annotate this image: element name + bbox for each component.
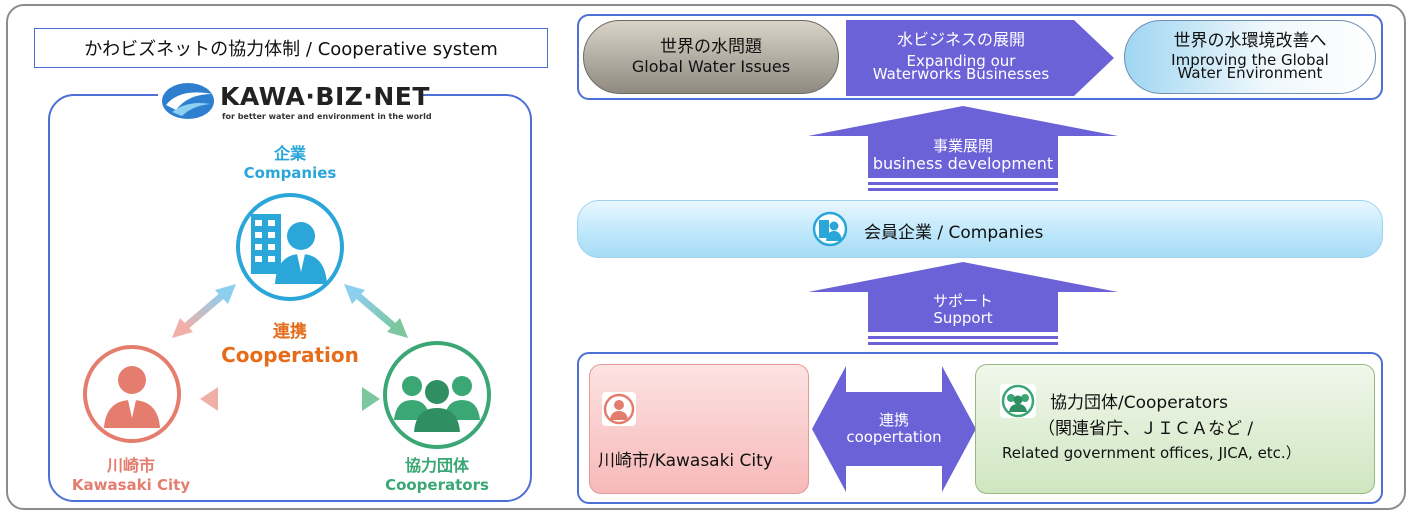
business-development-label: 事業展開 business development: [868, 134, 1058, 178]
support-jp: サポート: [932, 291, 993, 310]
cooperators-label-jp: 協力団体: [404, 456, 469, 475]
expanding-arrow: [846, 20, 1114, 96]
member-companies-label: 会員企業 / Companies: [864, 223, 1044, 243]
cooperation-label: 連携 Cooperation: [208, 322, 372, 368]
companies-label-jp: 企業: [273, 144, 306, 163]
cooperators-box-line3: Related government offices, JICA, etc.）: [1002, 444, 1301, 462]
business-person-building-icon: [236, 193, 344, 301]
improving-en2: Water Environment: [1177, 63, 1323, 82]
global-water-issues-pill: 世界の水問題 Global Water Issues: [583, 20, 839, 94]
city-label: 川崎市 Kawasaki City: [66, 456, 196, 495]
expanding-label: 水ビジネスの展開 Expanding our Waterworks Busine…: [846, 18, 1076, 96]
companies-label-en: Companies: [243, 164, 337, 182]
improving-en1: Improving the Global: [1171, 50, 1329, 69]
city-person-small-icon: [602, 392, 636, 426]
city-person-icon: [83, 345, 181, 443]
arrow-companies-city: [172, 284, 236, 338]
improving-jp: 世界の水環境改善へ: [1173, 30, 1327, 51]
expanding-jp: 水ビジネスの展開: [896, 29, 1025, 49]
cooperation-label-en: Cooperation: [221, 343, 359, 368]
page-title: かわビズネットの協力体制 / Cooperative system: [34, 28, 548, 68]
cooperators-small-icon: [1000, 384, 1036, 418]
cooperators-box-line2: （関連省庁、ＪＩＣＡなど /: [1038, 419, 1254, 439]
cooperation-double-arrow: [812, 366, 976, 492]
city-label-jp: 川崎市: [106, 456, 155, 475]
issues-en: Global Water Issues: [631, 56, 791, 76]
city-box-label: 川崎市/Kawasaki City: [598, 451, 773, 471]
expanding-en2: Waterworks Businesses: [872, 65, 1050, 84]
cooperation-label-jp: 連携: [273, 322, 307, 342]
companies-label: 企業 Companies: [230, 144, 350, 183]
cooperators-label-en: Cooperators: [385, 476, 489, 494]
support-en: Support: [933, 309, 993, 327]
logo-name: KAWA·BIZ·NET: [220, 82, 430, 111]
expanding-en1: Expanding our: [906, 51, 1016, 70]
city-label-en: Kawasaki City: [71, 476, 191, 494]
cooperators-label: 協力団体 Cooperators: [372, 456, 502, 495]
cooperation-arrows: [172, 284, 408, 411]
cooperation-link-label: 連携 coopertation: [830, 404, 958, 454]
logo-tagline: for better water and environment in the …: [222, 112, 432, 121]
arrow-companies-cooperators: [344, 284, 408, 338]
wave-logo-icon: [162, 83, 214, 119]
business-development-arrow: [808, 106, 1118, 191]
kawa-biz-net-logo: KAWA·BIZ·NET for better water and enviro…: [158, 80, 432, 122]
cooperators-group-icon: [383, 341, 491, 449]
support-label: サポート Support: [868, 288, 1058, 332]
cooperation-link-jp: 連携: [878, 410, 909, 429]
cooperation-link-en: coopertation: [846, 428, 942, 446]
member-companies-bar: [577, 200, 1383, 258]
business-development-jp: 事業展開: [932, 137, 993, 156]
arrow-city-cooperators: [200, 387, 380, 411]
business-development-en: business development: [872, 154, 1054, 174]
cooperators-box-line1: 協力団体/Cooperators: [1050, 393, 1228, 413]
cooperators-box: [975, 364, 1375, 494]
issues-jp: 世界の水問題: [660, 37, 762, 58]
support-arrow: [808, 262, 1118, 345]
companies-icon: [812, 211, 848, 247]
improving-environment-pill: 世界の水環境改善へ Improving the Global Water Env…: [1124, 20, 1376, 94]
kawasaki-city-box: [589, 364, 809, 494]
